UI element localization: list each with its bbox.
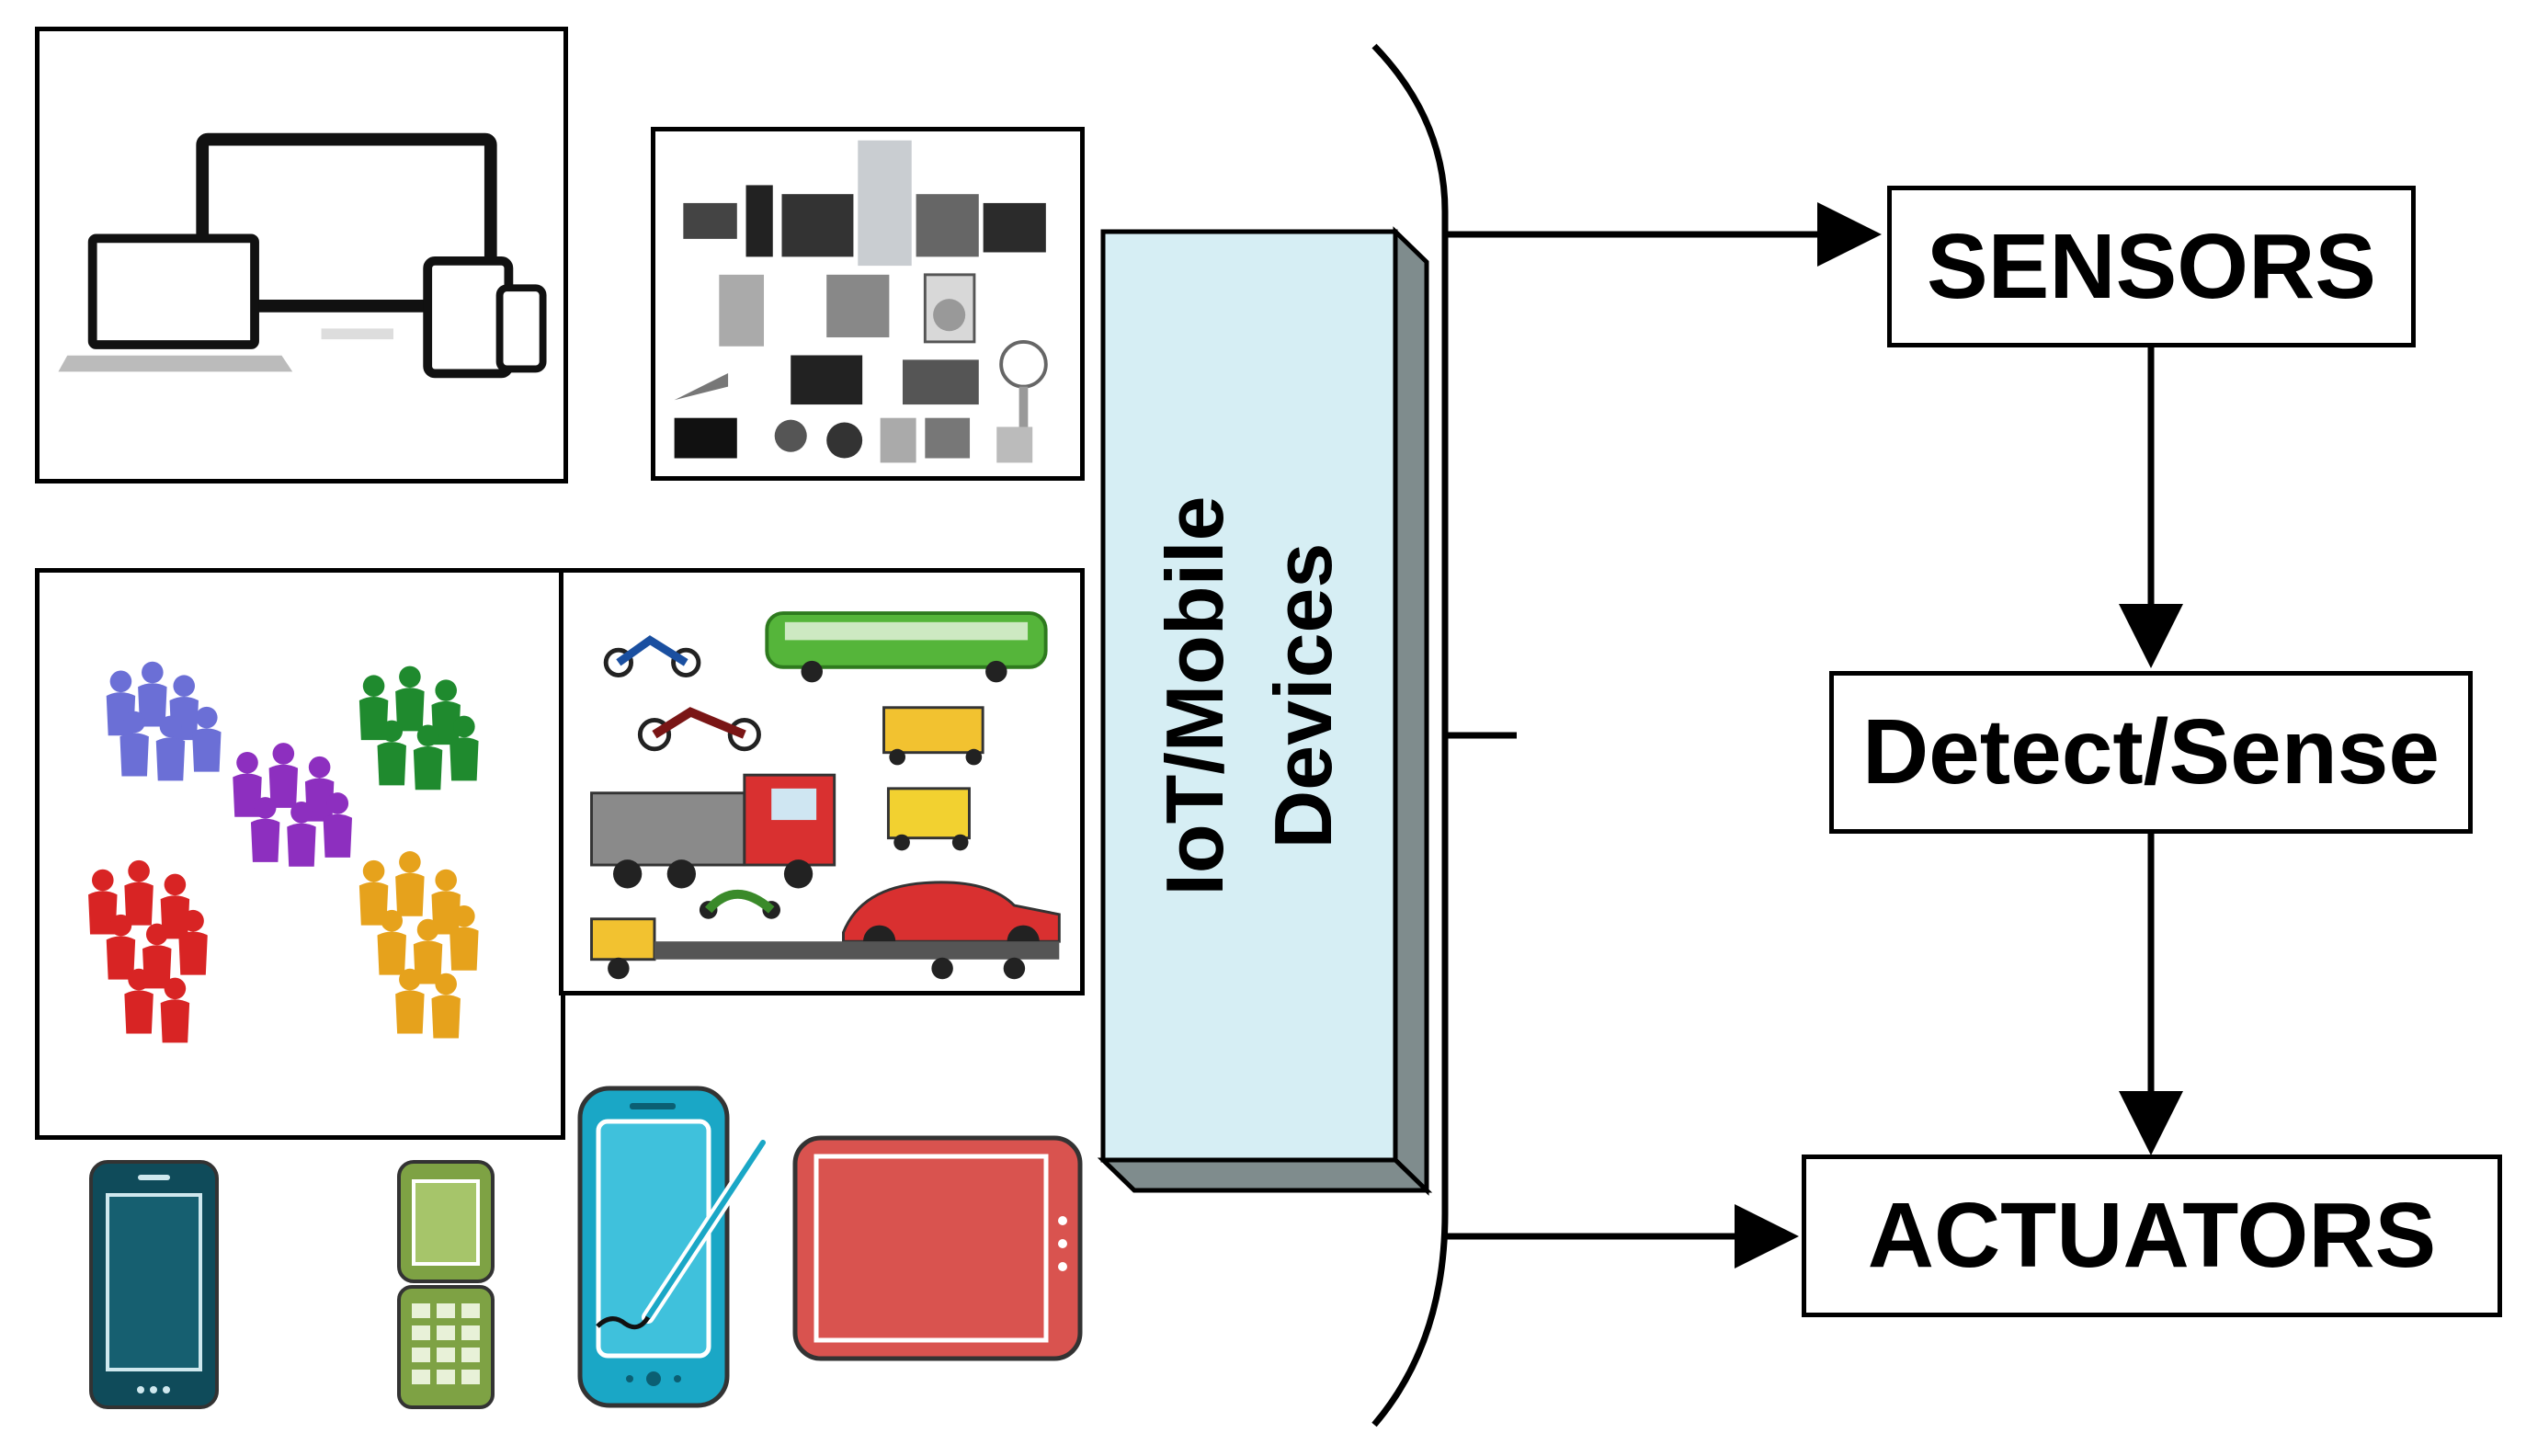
bracket-curve [1371,43,1449,1428]
sensors-label: SENSORS [1926,214,2376,318]
vehicles-icon [590,611,1061,980]
people-groups-panel [35,568,565,1140]
vehicles-panel [559,568,1085,995]
tablet-icon [791,1133,1085,1363]
hub-label: IoT/Mobile Devices [1141,495,1358,895]
flip-phone-icon [395,1158,496,1411]
home-appliances-icon [674,140,1048,463]
actuators-label: ACTUATORS [1867,1184,2437,1287]
hub-bar-bottom [1097,1157,1433,1193]
stylus-phone-icon [575,1083,772,1414]
hub-bar-front [1100,229,1398,1163]
hub-label-line1: IoT/Mobile [1149,495,1240,896]
hub-label-line2: Devices [1257,542,1348,849]
detect-sense-label: Detect/Sense [1861,700,2441,803]
detect-sense-box: Detect/Sense [1829,671,2473,834]
hub-bar-side [1393,226,1429,1196]
smartphone-icon [87,1158,221,1411]
computing-devices-icon [58,132,547,379]
home-appliances-panel [651,127,1085,481]
sensors-box: SENSORS [1887,186,2416,347]
actuators-box: ACTUATORS [1802,1155,2502,1317]
computing-devices-panel [35,27,568,483]
